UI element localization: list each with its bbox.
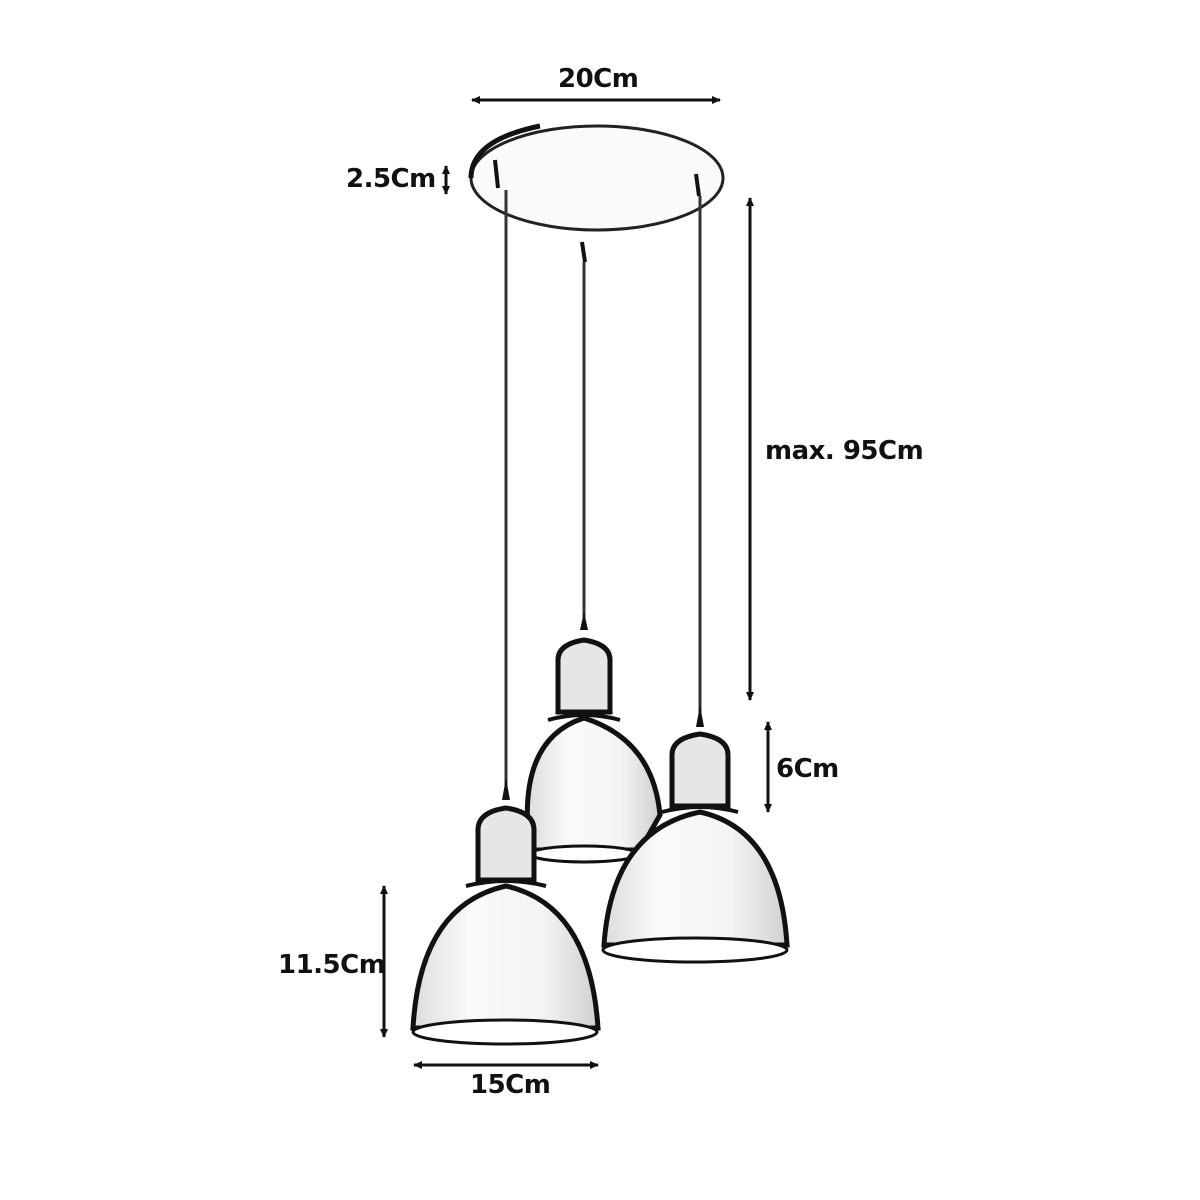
- pendant-right: [601, 705, 790, 964]
- pendant-left: [410, 778, 601, 1046]
- ceiling-canopy: [468, 123, 725, 263]
- label-canopy-height: 2.5Cm: [346, 164, 436, 194]
- label-shade-diameter: 15Cm: [470, 1070, 551, 1100]
- label-holder-height: 6Cm: [776, 754, 839, 784]
- label-cable-length: max. 95Cm: [765, 436, 924, 466]
- pendant-center: [524, 612, 663, 864]
- label-canopy-diameter: 20Cm: [558, 64, 639, 94]
- label-shade-height: 11.5Cm: [278, 950, 386, 980]
